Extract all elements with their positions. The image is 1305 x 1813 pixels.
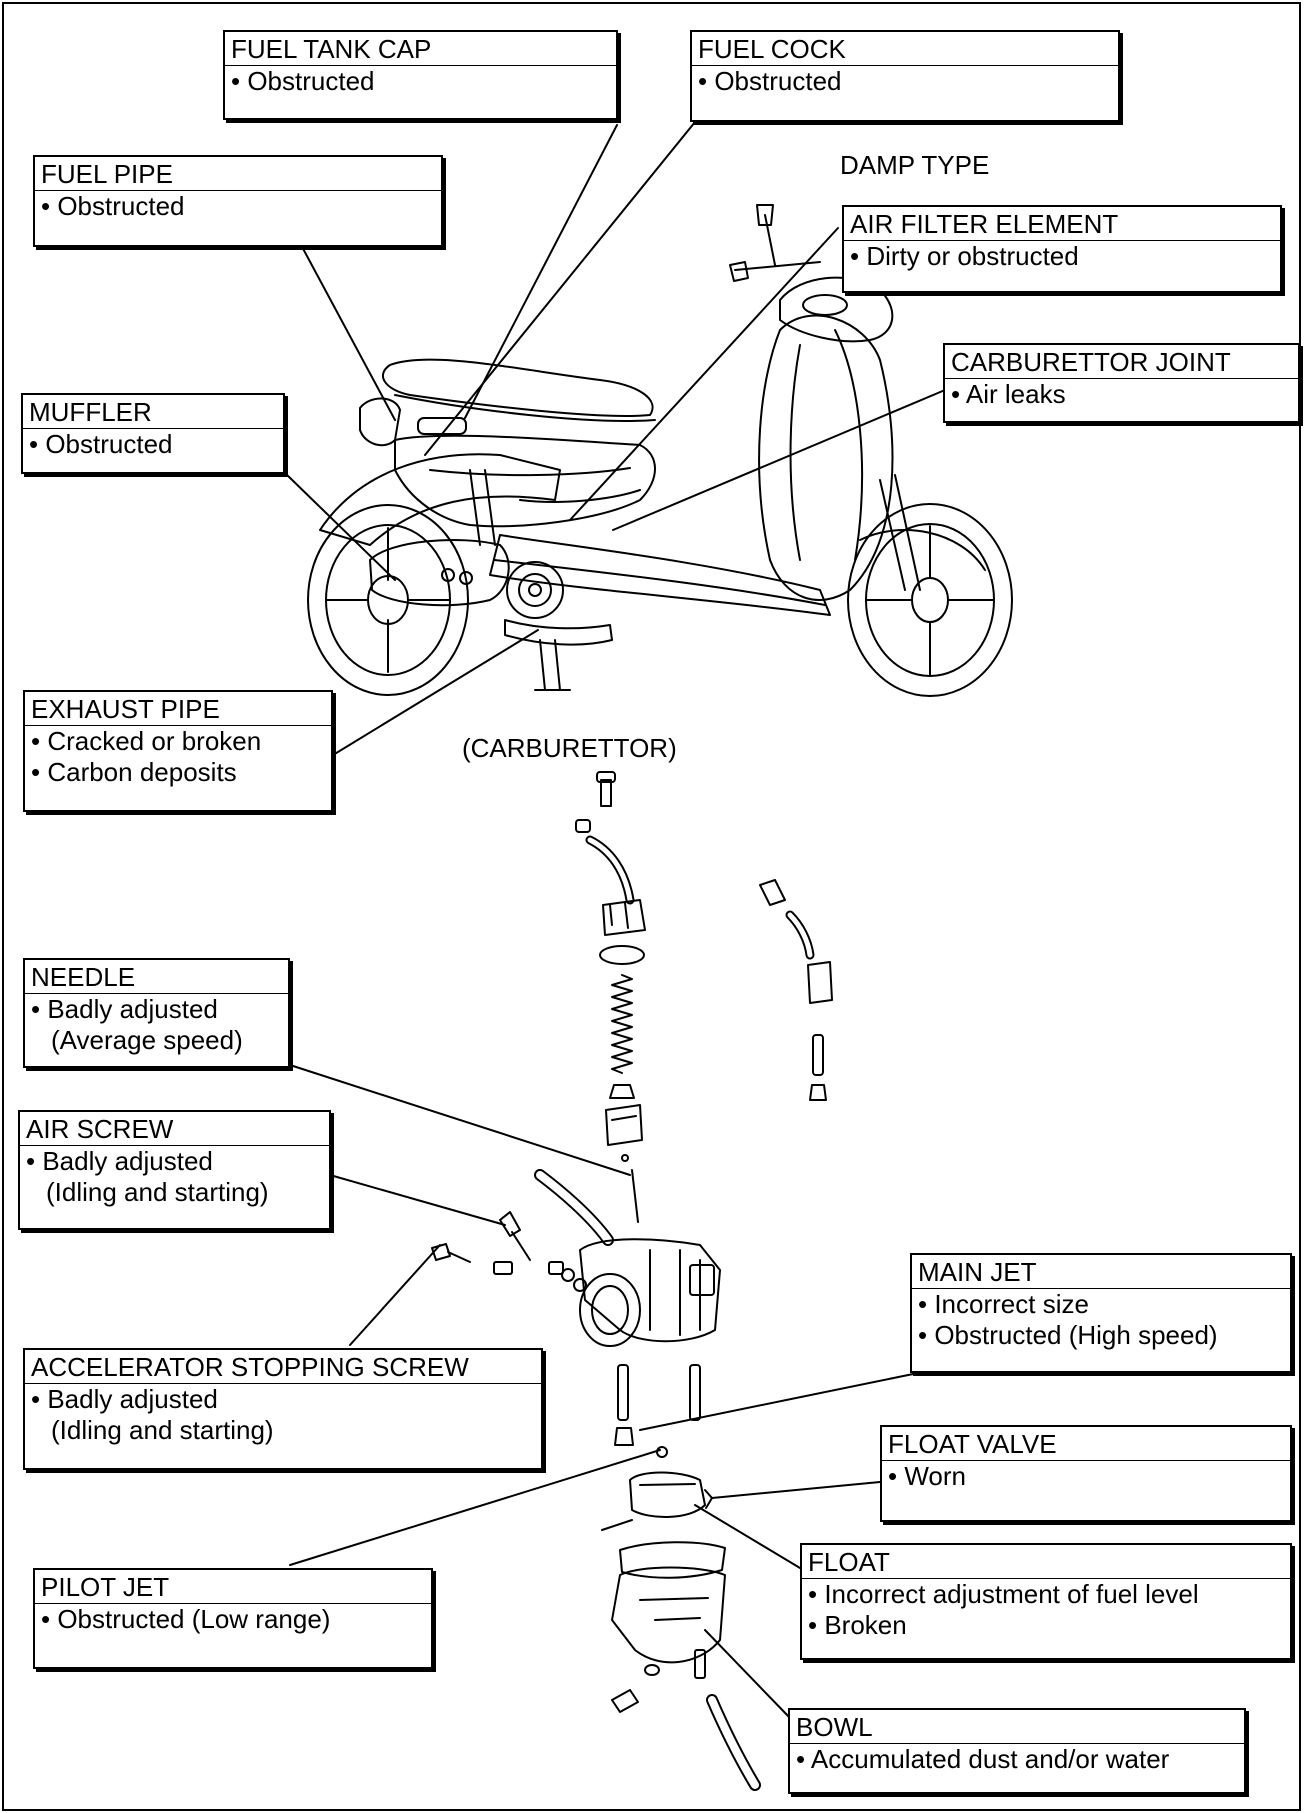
callout-title: NEEDLE — [25, 960, 288, 994]
callout-item: • Carbon deposits — [31, 757, 237, 787]
scooter-illustration — [307, 204, 1013, 697]
callout-air-screw: AIR SCREW • Badly adjusted (Idling and s… — [18, 1110, 331, 1230]
callout-title: AIR FILTER ELEMENT — [844, 207, 1280, 241]
callout-item: • Obstructed — [41, 191, 185, 221]
callout-item: • Badly adjusted — [31, 994, 218, 1024]
callout-title: PILOT JET — [35, 1570, 431, 1604]
callout-muffler: MUFFLER • Obstructed — [21, 393, 285, 474]
damp-type-caption: DAMP TYPE — [840, 150, 990, 180]
callout-item: • Obstructed — [698, 66, 842, 96]
callout-item: (Idling and starting) — [51, 1415, 274, 1445]
callout-item: • Air leaks — [951, 379, 1066, 409]
callout-float: FLOAT • Incorrect adjustment of fuel lev… — [800, 1543, 1292, 1660]
callout-item: • Accumulated dust and/or water — [796, 1744, 1170, 1774]
callout-pilot-jet: PILOT JET • Obstructed (Low range) — [33, 1568, 433, 1669]
callout-title: FUEL PIPE — [35, 157, 441, 191]
callout-title: ACCELERATOR STOPPING SCREW — [25, 1350, 541, 1384]
callout-title: MAIN JET — [912, 1255, 1290, 1289]
callout-air-filter-element: AIR FILTER ELEMENT • Dirty or obstructed — [842, 205, 1282, 293]
callout-title: MUFFLER — [23, 395, 283, 429]
callout-item: (Idling and starting) — [46, 1177, 269, 1207]
callout-title: FLOAT — [802, 1545, 1290, 1579]
callout-item: • Obstructed (Low range) — [41, 1604, 331, 1634]
callout-item: • Obstructed (High speed) — [918, 1320, 1218, 1350]
callout-item: • Broken — [808, 1610, 907, 1640]
callout-title: CARBURETTOR JOINT — [945, 345, 1298, 379]
callout-carburettor-joint: CARBURETTOR JOINT • Air leaks — [943, 343, 1300, 423]
callout-float-valve: FLOAT VALVE • Worn — [880, 1425, 1292, 1522]
callout-item: • Badly adjusted — [31, 1384, 218, 1414]
callout-item: • Incorrect size — [918, 1289, 1089, 1319]
callout-fuel-tank-cap: FUEL TANK CAP • Obstructed — [223, 30, 618, 120]
callout-fuel-cock: FUEL COCK • Obstructed — [690, 30, 1120, 122]
callout-item: • Cracked or broken — [31, 726, 262, 756]
callout-item: • Badly adjusted — [26, 1146, 213, 1176]
callout-accelerator-stopping-screw: ACCELERATOR STOPPING SCREW • Badly adjus… — [23, 1348, 543, 1470]
callout-exhaust-pipe: EXHAUST PIPE • Cracked or broken • Carbo… — [23, 690, 333, 812]
callout-item: • Incorrect adjustment of fuel level — [808, 1579, 1199, 1609]
callout-title: FUEL TANK CAP — [225, 32, 616, 66]
carburettor-exploded-view — [431, 771, 833, 1791]
callout-title: FUEL COCK — [692, 32, 1118, 66]
callout-main-jet: MAIN JET • Incorrect size • Obstructed (… — [910, 1253, 1292, 1373]
callout-title: EXHAUST PIPE — [25, 692, 331, 726]
callout-bowl: BOWL • Accumulated dust and/or water — [788, 1708, 1246, 1794]
callout-title: AIR SCREW — [20, 1112, 329, 1146]
callout-item: • Obstructed — [231, 66, 375, 96]
callout-item: • Worn — [888, 1461, 966, 1491]
leader-lines — [285, 121, 946, 1719]
callout-fuel-pipe: FUEL PIPE • Obstructed — [33, 155, 443, 247]
callout-item: • Obstructed — [29, 429, 173, 459]
callout-item: (Average speed) — [51, 1025, 243, 1055]
carburettor-caption: (CARBURETTOR) — [462, 733, 677, 763]
callout-title: FLOAT VALVE — [882, 1427, 1290, 1461]
callout-title: BOWL — [790, 1710, 1244, 1744]
callout-needle: NEEDLE • Badly adjusted (Average speed) — [23, 958, 290, 1068]
callout-item: • Dirty or obstructed — [850, 241, 1079, 271]
